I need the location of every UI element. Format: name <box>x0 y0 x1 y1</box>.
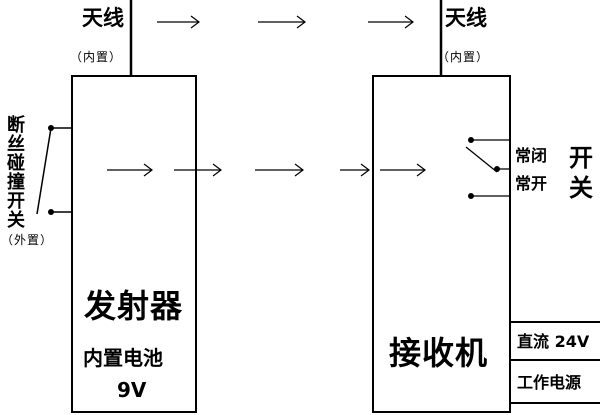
relay-terminal-nc <box>468 137 474 143</box>
external-switch <box>36 127 72 215</box>
relay-terminal-no <box>468 193 474 199</box>
transmitter-box <box>71 75 197 413</box>
transmitter-battery: 内置电池 <box>83 346 163 370</box>
external-switch-label: 断丝碰撞开关 <box>7 115 25 231</box>
transmitter-antenna-note: （内置） <box>70 50 123 64</box>
top-signal-arrows <box>157 15 414 29</box>
signal-arrow <box>258 15 306 29</box>
signal-arrow <box>255 163 304 177</box>
switch-terminal-top <box>48 125 54 131</box>
receiver-title: 接收机 <box>389 334 489 372</box>
power-label: 工作电源 <box>517 373 582 392</box>
signal-arrow <box>340 163 370 177</box>
signal-arrow <box>174 163 222 177</box>
signal-arrow <box>368 15 414 29</box>
signal-arrow <box>107 163 153 177</box>
transmitter-title: 发射器 <box>84 287 184 325</box>
switch-terminal-bottom <box>48 209 54 215</box>
receiver-antenna-label: 天线 <box>445 6 487 30</box>
receiver-antenna-note: （内置） <box>437 50 490 64</box>
middle-signal-arrows <box>107 163 426 177</box>
relay-terminal-common <box>494 166 500 172</box>
transmitter-voltage: 9V <box>117 378 147 402</box>
signal-arrow <box>157 15 200 29</box>
transmitter-antenna-label: 天线 <box>82 6 124 30</box>
relay-no-label: 常开 <box>515 174 548 193</box>
relay-contacts <box>465 139 510 197</box>
signal-arrow <box>380 163 426 177</box>
relay-switch-label: 开关 <box>569 144 593 202</box>
power-supply-lines <box>510 321 600 404</box>
relay-nc-label: 常闭 <box>515 146 548 165</box>
external-switch-note: （外置） <box>1 233 54 247</box>
power-dc-label: 直流 24V <box>517 332 590 351</box>
